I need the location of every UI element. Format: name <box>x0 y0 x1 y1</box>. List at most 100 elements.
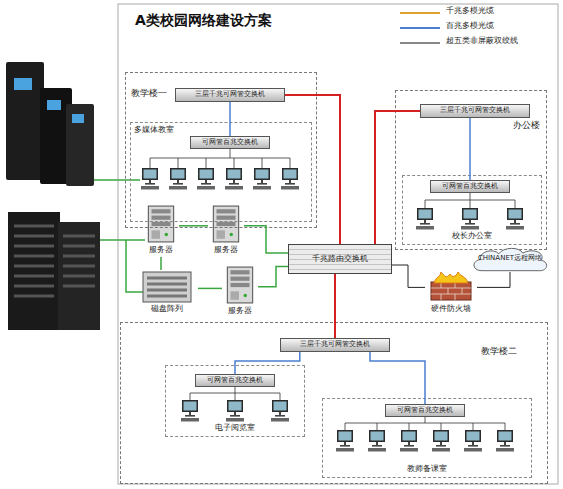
pc-icon <box>181 400 199 422</box>
pc-icon <box>197 168 215 190</box>
node-label: 硬件防火墙 <box>413 305 489 314</box>
ups-screen <box>47 100 61 110</box>
network-link <box>469 118 471 180</box>
legend-sample <box>400 27 440 29</box>
lan-wire <box>190 387 280 400</box>
cabinet-grille <box>14 226 54 296</box>
network-link <box>258 267 288 287</box>
pc-icon <box>461 208 479 230</box>
switch-box: 三层千兆可网管交换机 <box>420 104 530 118</box>
node-label: 千兆路由交换机 <box>289 255 391 264</box>
ups-screen <box>72 114 84 123</box>
building-box: 教学楼二 三层千兆可网管交换机电子阅览室 可网管百兆交换机教师备课室 可网管百兆交换机 <box>120 322 548 484</box>
node-label: 电子阅览室 <box>166 424 304 433</box>
room-box: 教师备课室 可网管百兆交换机 <box>322 398 532 478</box>
pc-icon <box>225 168 243 190</box>
core-switch: 千兆路由交换机 <box>288 244 392 274</box>
pc-icon <box>253 168 271 190</box>
node-label: 教学楼一 <box>131 89 167 99</box>
network-link <box>370 352 425 404</box>
disk-slots <box>147 278 187 296</box>
cabinet-grille <box>63 236 95 286</box>
switch-box: 可网管百兆交换机 <box>195 374 275 387</box>
node-label: 三层千兆可网管交换机 <box>281 341 389 349</box>
switch-box: 可网管百兆交换机 <box>385 404 465 417</box>
building-box: 教学楼一 三层千兆可网管交换机多媒体教室可网管百兆交换机 <box>125 72 317 228</box>
disk-array-node: 磁盘阵列 <box>136 270 198 316</box>
network-link <box>334 274 336 338</box>
node-label: 可网管百兆交换机 <box>431 183 509 191</box>
network-link <box>244 226 288 253</box>
node-label: CHINANET远程网络 <box>470 255 550 263</box>
pc-icon <box>506 208 524 230</box>
firewall-wall <box>431 282 471 300</box>
pc-icon <box>281 168 299 190</box>
firewall-flame <box>434 272 468 283</box>
node-label: 可网管百兆交换机 <box>196 377 274 385</box>
pc-icon <box>496 430 514 452</box>
node-label: 校长办公室 <box>403 232 541 241</box>
network-link <box>198 288 222 290</box>
lan-wire <box>345 417 505 430</box>
disk-array-icon <box>143 272 191 302</box>
server-icon <box>148 206 173 242</box>
network-link <box>160 257 162 270</box>
room-box: 校长办公室 可网管百兆交换机 <box>402 175 542 245</box>
node-label: 教师备课室 <box>323 465 531 474</box>
legend-text: 千兆多模光缆 <box>446 7 494 16</box>
node-label: 磁盘阵列 <box>124 305 210 314</box>
pc-icon <box>368 430 386 452</box>
node-label: 多媒体教室 <box>134 126 174 135</box>
switch-box: 可网管百兆交换机 <box>190 136 270 149</box>
network-link <box>285 95 340 244</box>
switch-box: 可网管百兆交换机 <box>430 180 510 193</box>
room-box: 电子阅览室 可网管百兆交换机 <box>165 365 305 437</box>
diagram-title: A类校园网络建设方案 <box>135 13 272 28</box>
pc-icon <box>464 430 482 452</box>
pc-icon <box>400 430 418 452</box>
switch-box: 三层千兆可网管交换机 <box>280 338 390 352</box>
node-label: 服务器 <box>196 246 256 255</box>
room-box: 多媒体教室可网管百兆交换机 <box>130 122 312 222</box>
server-icon <box>227 267 252 303</box>
node-label: 服务器 <box>131 246 191 255</box>
firewall-node: 硬件防火墙 <box>425 272 477 316</box>
server-node: 服务器 <box>208 205 244 257</box>
server-node: 服务器 <box>222 266 258 318</box>
pc-icon <box>169 168 187 190</box>
node-label: 服务器 <box>210 307 270 316</box>
ups-cabinet <box>8 212 60 330</box>
legend-sample <box>400 42 440 44</box>
server-icon <box>213 206 238 242</box>
pc-icon <box>416 208 434 230</box>
power-line <box>94 180 145 292</box>
pc-icon <box>141 168 159 190</box>
lan-wire <box>425 193 515 208</box>
node-label: 可网管百兆交换机 <box>191 139 269 147</box>
cloud-node: CHINANET远程网络 <box>470 246 550 272</box>
ups-screen <box>14 78 32 90</box>
frame <box>118 4 558 484</box>
node-label: 教学楼二 <box>481 347 517 357</box>
pc-icon <box>336 430 354 452</box>
node-label: 三层千兆可网管交换机 <box>421 107 529 115</box>
firewall-bricks <box>431 282 471 300</box>
legend-text: 百兆多模光缆 <box>446 22 494 31</box>
pc-icon <box>432 430 450 452</box>
pc-icon <box>226 400 244 422</box>
ups-tower <box>66 104 94 186</box>
building-box: 办公楼三层千兆可网管交换机校长办公室可网管百兆交换机 <box>395 90 547 250</box>
server-node: 服务器 <box>143 205 179 257</box>
switch-box: 三层千兆可网管交换机 <box>175 88 285 102</box>
network-link <box>477 272 510 287</box>
network-link <box>235 352 300 374</box>
network-link <box>375 111 420 244</box>
network-link <box>392 265 425 287</box>
pc-icon <box>271 400 289 422</box>
legend-text: 超五类非屏蔽双绞线 <box>446 37 518 46</box>
network-link <box>179 225 208 227</box>
lan-wire <box>150 149 290 168</box>
network-link <box>229 102 231 136</box>
node-label: 三层千兆可网管交换机 <box>176 91 284 99</box>
